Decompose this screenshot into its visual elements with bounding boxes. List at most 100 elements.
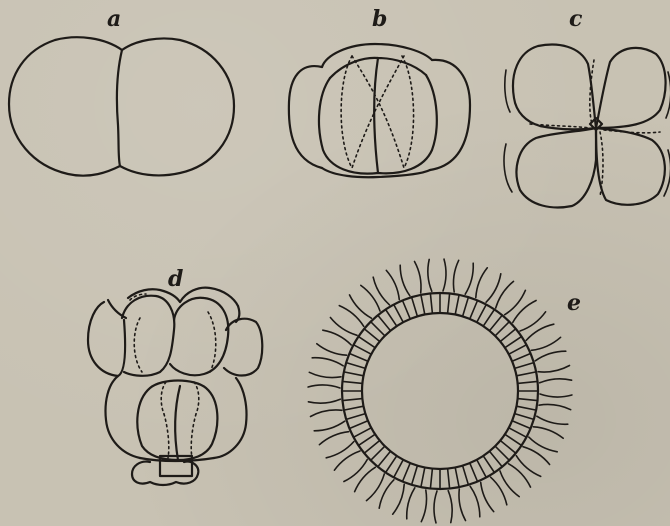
cell-wall-line: [421, 468, 425, 488]
panel-e-blastula-drawing: [308, 259, 572, 523]
cilium-line: [540, 379, 572, 383]
cell-wall-line: [378, 451, 391, 467]
cilium-line: [529, 437, 557, 452]
cilium-line: [379, 480, 394, 508]
cell-wall-line: [470, 463, 478, 481]
cell-wall-line: [364, 329, 380, 342]
cell-wall-line: [386, 310, 397, 327]
cell-wall-line: [394, 305, 403, 323]
cell-wall-line: [455, 468, 459, 488]
cilium-line: [308, 399, 340, 403]
cell-wall-line: [344, 372, 364, 376]
cell-wall-line: [500, 441, 516, 454]
cell-wall-line: [386, 456, 397, 473]
cilium-line: [312, 358, 343, 366]
cell-wall-line: [448, 469, 450, 489]
cell-wall-line: [364, 441, 380, 454]
cilium-line: [314, 421, 345, 431]
cilium-line: [323, 330, 351, 345]
cell-wall-line: [495, 446, 509, 460]
cell-wall-line: [412, 466, 418, 485]
cilium-line: [459, 489, 466, 520]
cell-wall-line: [343, 399, 363, 401]
cilium-line: [330, 318, 357, 336]
cilium-line: [386, 270, 399, 299]
cell-wall-line: [378, 315, 391, 331]
cell-wall-line: [412, 297, 418, 316]
cilium-line: [535, 351, 566, 361]
cell-wall-line: [517, 406, 537, 410]
cell-wall-line: [346, 414, 365, 420]
cell-wall-line: [515, 363, 534, 369]
cell-wall-line: [354, 345, 372, 354]
cell-wall-line: [448, 294, 450, 314]
cell-wall-line: [344, 406, 364, 410]
cilium-line: [496, 281, 514, 308]
cell-wall-line: [505, 337, 522, 348]
cilium-line: [531, 337, 560, 350]
cilium-line: [415, 262, 422, 293]
cell-wall-line: [350, 354, 368, 362]
cell-wall-line: [515, 414, 534, 420]
panel-a-two-cell-drawing: [9, 37, 234, 175]
cilium-line: [486, 274, 501, 302]
cilium-line: [533, 427, 563, 439]
cell-wall-line: [512, 421, 530, 429]
cilium-line: [540, 394, 572, 397]
cilium-line: [537, 416, 568, 424]
cell-wall-line: [394, 460, 403, 478]
cell-wall-line: [430, 294, 432, 314]
cell-wall-line: [430, 469, 432, 489]
cilium-line: [317, 344, 347, 356]
cell-wall-line: [463, 297, 469, 316]
cilium-line: [367, 474, 385, 501]
cilium-line: [481, 482, 494, 511]
cilium-line: [470, 486, 480, 517]
cell-wall-line: [359, 434, 376, 445]
cell-wall-line: [509, 345, 527, 354]
cell-wall-line: [455, 295, 459, 315]
cilium-line: [476, 268, 488, 298]
cilium-line: [465, 263, 473, 294]
blastula-cell-walls: [342, 293, 538, 489]
cell-wall-line: [346, 363, 365, 369]
cilium-line: [434, 491, 437, 523]
cell-wall-line: [421, 295, 425, 315]
cell-wall-line: [371, 322, 385, 336]
panel-c-eight-cell-drawing: [504, 45, 670, 208]
panel-d-multicell-drawing: [88, 288, 262, 485]
cell-wall-line: [505, 434, 522, 445]
cell-wall-line: [483, 456, 494, 473]
cilium-line: [400, 265, 410, 296]
cell-wall-line: [483, 310, 494, 327]
cell-wall-line: [490, 451, 503, 467]
cell-wall-line: [359, 337, 376, 348]
cell-wall-line: [490, 315, 503, 331]
cell-wall-line: [495, 322, 509, 336]
cell-wall-line: [512, 354, 530, 362]
cilium-line: [319, 432, 348, 445]
cell-wall-line: [343, 381, 363, 383]
cilium-line: [393, 484, 405, 514]
cell-wall-line: [403, 301, 411, 319]
panel-b-four-cell-drawing: [289, 44, 470, 177]
cell-wall-line: [371, 446, 385, 460]
cilium-line: [407, 488, 415, 519]
cell-wall-line: [500, 329, 516, 342]
cilium-line: [428, 259, 432, 291]
cell-wall-line: [477, 460, 486, 478]
cell-wall-line: [517, 372, 537, 376]
cell-wall-line: [354, 428, 372, 437]
cilium-line: [539, 404, 571, 409]
cilium-line: [523, 447, 550, 465]
cilium-line: [448, 491, 452, 523]
cell-wall-line: [403, 463, 411, 481]
cilium-line: [308, 385, 340, 388]
cilium-line: [311, 410, 342, 417]
cilium-line: [309, 372, 341, 377]
cell-wall-line: [518, 381, 538, 383]
cell-wall-line: [470, 301, 478, 319]
cell-wall-line: [477, 305, 486, 323]
